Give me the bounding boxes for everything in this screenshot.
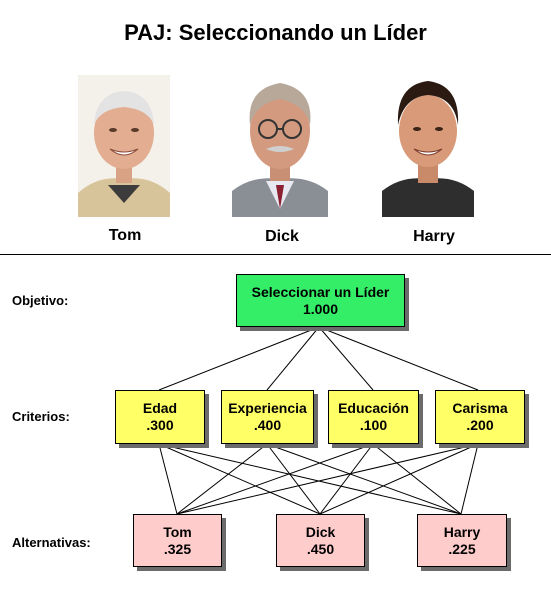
photo-dick: [232, 69, 328, 217]
alternative-label: Harry: [443, 523, 481, 540]
alternative-node-tom: Tom .325: [133, 514, 222, 567]
alternative-label: Dick: [305, 523, 336, 540]
goal-node: Seleccionar un Líder 1.000: [236, 274, 405, 327]
alternative-label: Tom: [163, 523, 192, 540]
link-goal-educacion: [318, 326, 374, 391]
link-goal-edad: [158, 326, 320, 391]
criterion-node-carisma: Carisma .200: [435, 390, 525, 444]
photo-tom: [78, 75, 170, 217]
alternative-node-harry: Harry .225: [417, 514, 507, 567]
photo-harry: [382, 71, 474, 217]
row-label-alternatives: Alternativas:: [12, 535, 91, 550]
criterion-node-edad: Edad .300: [115, 390, 205, 444]
goal-value: 1.000: [302, 300, 339, 317]
criterion-value: .200: [466, 417, 494, 433]
criterion-label: Educación: [338, 400, 409, 416]
candidate-name-harry: Harry: [413, 228, 455, 245]
candidate-name-tom: Tom: [108, 227, 142, 244]
criterion-node-educacion: Educación .100: [328, 390, 419, 444]
criterion-node-experiencia: Experiencia .400: [221, 390, 314, 444]
person-photo-icon: [232, 69, 328, 217]
criterion-label: Edad: [142, 400, 178, 416]
page-title: PAJ: Seleccionando un Líder: [124, 20, 427, 45]
alternative-value: .225: [448, 540, 476, 557]
candidate-name-dick: Dick: [265, 228, 299, 245]
alternative-node-dick: Dick .450: [276, 514, 365, 567]
criterion-label: Carisma: [452, 400, 508, 416]
criterion-value: .400: [253, 417, 282, 433]
row-label-goal: Objetivo:: [12, 293, 69, 308]
row-label-criteria: Criterios:: [12, 409, 70, 424]
criterion-value: .100: [359, 417, 388, 433]
goal-label: Seleccionar un Líder: [251, 283, 390, 300]
link-goal-carisma: [318, 326, 479, 391]
link-goal-experiencia: [266, 326, 320, 391]
person-photo-icon: [78, 75, 170, 217]
alternative-value: .450: [306, 540, 335, 557]
criterion-value: .300: [146, 417, 174, 433]
section-divider: [0, 254, 551, 255]
criterion-label: Experiencia: [228, 400, 307, 416]
person-photo-icon: [382, 71, 474, 217]
alternative-value: .325: [163, 540, 192, 557]
